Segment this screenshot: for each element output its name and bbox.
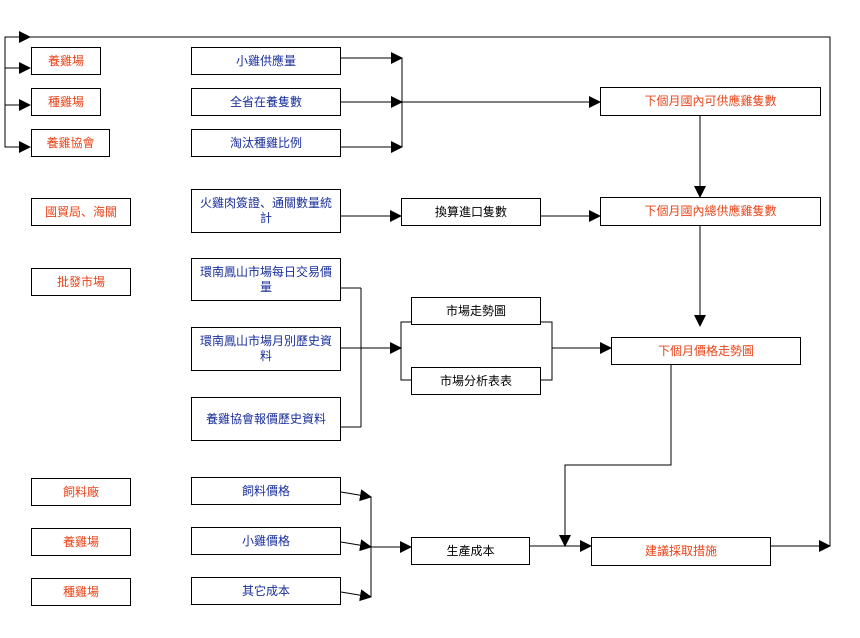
process-market-trend-label: 市場走勢圖 xyxy=(445,303,506,318)
output-next-total-supply: 下個月國內總供應雞隻數 xyxy=(600,197,821,226)
source-seed-farm-label: 種雞場 xyxy=(47,94,84,109)
data-import-stats-label: 火雞肉簽證、通關數量統計 xyxy=(199,196,332,225)
source-breeder-farm-2-label: 養雞場 xyxy=(62,534,99,549)
source-wholesale-market-label: 批發市場 xyxy=(56,274,105,289)
price-trend-to-cost-line xyxy=(559,364,672,547)
output-next-domestic-supply-label: 下個月國內可供應雞隻數 xyxy=(644,94,777,108)
output-recommend-action-label: 建議採取措施 xyxy=(644,544,717,558)
source-breeder-farm: 養雞場 xyxy=(31,47,101,75)
output-next-price-trend-label: 下個月價格走勢圖 xyxy=(657,343,754,358)
data-assoc-price-history-label: 養雞協會報價歷史資料 xyxy=(205,411,326,426)
output-next-price-trend: 下個月價格走勢圖 xyxy=(611,337,801,365)
process-market-analysis-label: 市場分析表表 xyxy=(439,373,512,388)
process-market-analysis: 市場分析表表 xyxy=(411,367,541,395)
trend-analysis-bracket-left xyxy=(400,321,411,381)
data-import-stats: 火雞肉簽證、通關數量統計 xyxy=(191,189,341,233)
process-import-convert-label: 換算進口隻數 xyxy=(434,204,507,219)
other-cost-connector xyxy=(340,589,372,602)
data-province-stock-label: 全省在養隻數 xyxy=(229,94,302,109)
output-next-total-supply-label: 下個月國內總供應雞隻數 xyxy=(644,204,777,218)
source-feed-mill-label: 飼料廠 xyxy=(62,484,99,499)
feed-price-connector xyxy=(340,489,372,502)
data-chick-supply: 小雞供應量 xyxy=(191,47,341,75)
source-trade-customs: 國貿局、海關 xyxy=(31,198,131,226)
source-seed-farm: 種雞場 xyxy=(31,88,101,116)
source-seed-farm-2-label: 種雞場 xyxy=(62,584,99,599)
data-monthly-history-label: 環南鳳山市場月別歷史資料 xyxy=(199,334,332,363)
source-breeder-farm-2: 養雞場 xyxy=(31,528,131,556)
data-chick-price: 小雞價格 xyxy=(191,527,341,555)
data-feed-price-label: 飼料價格 xyxy=(241,483,290,498)
source-breeder-assoc: 養雞協會 xyxy=(31,129,110,157)
data-other-cost: 其它成本 xyxy=(191,577,341,605)
data-chick-price-label: 小雞價格 xyxy=(241,533,290,548)
process-production-cost: 生產成本 xyxy=(411,537,530,565)
process-market-trend: 市場走勢圖 xyxy=(411,297,541,325)
data-assoc-price-history: 養雞協會報價歷史資料 xyxy=(191,397,341,441)
source-feed-mill: 飼料廠 xyxy=(31,478,131,506)
data-feed-price: 飼料價格 xyxy=(191,477,341,505)
source-breeder-farm-label: 養雞場 xyxy=(47,53,84,68)
data-monthly-history: 環南鳳山市場月別歷史資料 xyxy=(191,327,341,371)
trend-analysis-bracket-right xyxy=(541,321,553,381)
data-province-stock: 全省在養隻數 xyxy=(191,88,341,116)
output-recommend-action: 建議採取措施 xyxy=(591,537,771,566)
data-daily-trade-label: 環南鳳山市場每日交易價量 xyxy=(199,264,332,294)
source-trade-customs-label: 國貿局、海關 xyxy=(44,204,117,219)
data-cull-ratio: 淘汰種雞比例 xyxy=(191,129,341,157)
process-production-cost-label: 生產成本 xyxy=(446,543,495,558)
data-daily-trade: 環南鳳山市場每日交易價量 xyxy=(191,258,341,301)
source-wholesale-market: 批發市場 xyxy=(31,268,131,296)
source-breeder-assoc-label: 養雞協會 xyxy=(46,135,95,150)
process-import-convert: 換算進口隻數 xyxy=(401,198,541,226)
output-next-domestic-supply: 下個月國內可供應雞隻數 xyxy=(600,87,821,116)
data-cull-ratio-label: 淘汰種雞比例 xyxy=(229,135,302,150)
chick-price-connector xyxy=(340,539,372,552)
data-chick-supply-label: 小雞供應量 xyxy=(235,53,296,68)
data-other-cost-label: 其它成本 xyxy=(241,583,290,598)
source-seed-farm-2: 種雞場 xyxy=(31,578,131,606)
